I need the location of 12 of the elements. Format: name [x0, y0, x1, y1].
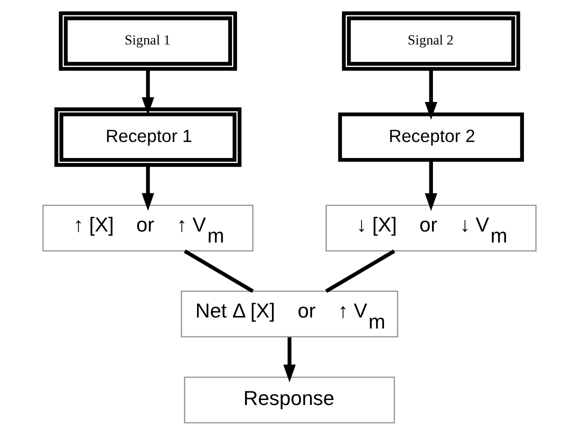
node-box: Receptor 2	[338, 112, 524, 162]
arrow	[424, 68, 437, 120]
arrow	[141, 164, 154, 211]
arrow	[282, 337, 296, 382]
node-box: Receptor 1	[54, 107, 241, 167]
node-box: Response	[183, 376, 395, 424]
arrow	[141, 68, 154, 115]
node-box: Signal 1	[58, 11, 237, 71]
connector	[183, 249, 254, 293]
node-box: Signal 2	[341, 11, 520, 71]
connector	[324, 249, 395, 293]
arrow	[424, 160, 437, 211]
